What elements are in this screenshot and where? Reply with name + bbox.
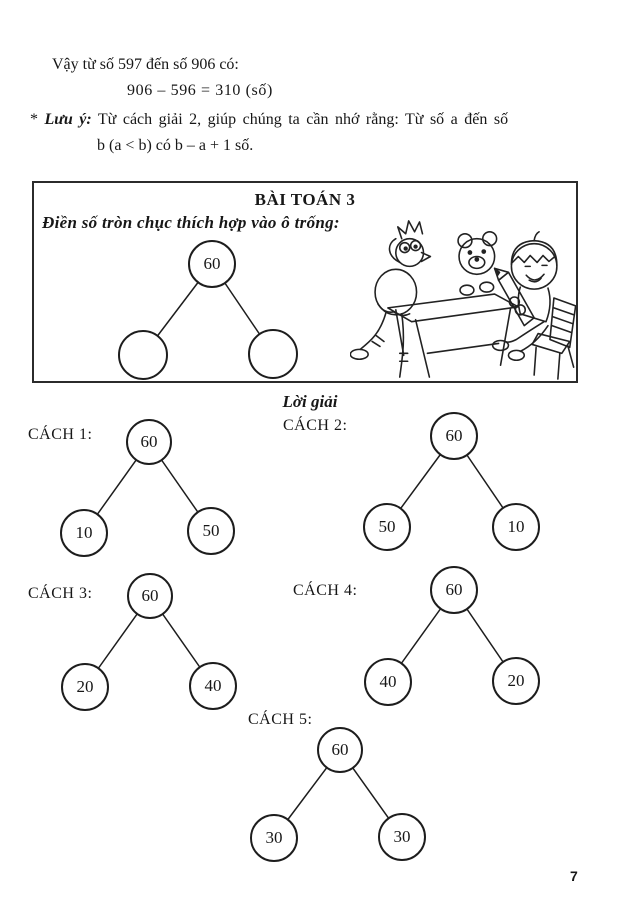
problem-box: BÀI TOÁN 3 Điền số tròn chục thích hợp v… [32,181,578,383]
problem-tree-top-node: 60 [188,240,236,288]
method-5-right-node: 30 [378,813,426,861]
method-3-right-node: 40 [189,662,237,710]
method-1-left-node: 10 [60,509,108,557]
note-line-2: b (a < b) có b – a + 1 số. [97,137,254,154]
method-1-label: CÁCH 1: [28,426,93,443]
note-label: Lưu ý: [44,111,92,128]
page-number: 7 [570,868,578,884]
problem-tree-right-node-empty [248,329,298,379]
method-3-top-node: 60 [127,573,173,619]
method-5-label: CÁCH 5: [248,711,313,728]
equation-line: 906 – 596 = 310 (số) [127,82,273,99]
method-4-top-node: 60 [430,566,478,614]
method-5-top-node: 60 [317,727,363,773]
method-2-right-node: 10 [492,503,540,551]
method-4-right-node: 20 [492,657,540,705]
children-cartoon-illustration [350,220,576,380]
solution-heading: Lời giải [282,392,338,411]
method-1-right-node: 50 [187,507,235,555]
problem-tree-left-node-empty [118,330,168,380]
note-text: Từ cách giải 2, giúp chúng ta cần nhớ rằ… [97,111,509,128]
method-2-top-node: 60 [430,412,478,460]
method-3-label: CÁCH 3: [28,585,93,602]
problem-title: BÀI TOÁN 3 [254,190,356,209]
method-3-left-node: 20 [61,663,109,711]
note-asterisk: * [30,111,38,128]
method-5-left-node: 30 [250,814,298,862]
method-1-top-node: 60 [126,419,172,465]
method-2-label: CÁCH 2: [283,417,348,434]
problem-instruction: Điền số tròn chục thích hợp vào ô trống: [42,213,340,232]
method-4-left-node: 40 [364,658,412,706]
method-2-left-node: 50 [363,503,411,551]
method-4-label: CÁCH 4: [293,582,358,599]
intro-sentence: Vậy từ số 597 đến số 906 có: [52,56,239,73]
note-line: * Lưu ý: Từ cách giải 2, giúp chúng ta c… [30,109,608,131]
